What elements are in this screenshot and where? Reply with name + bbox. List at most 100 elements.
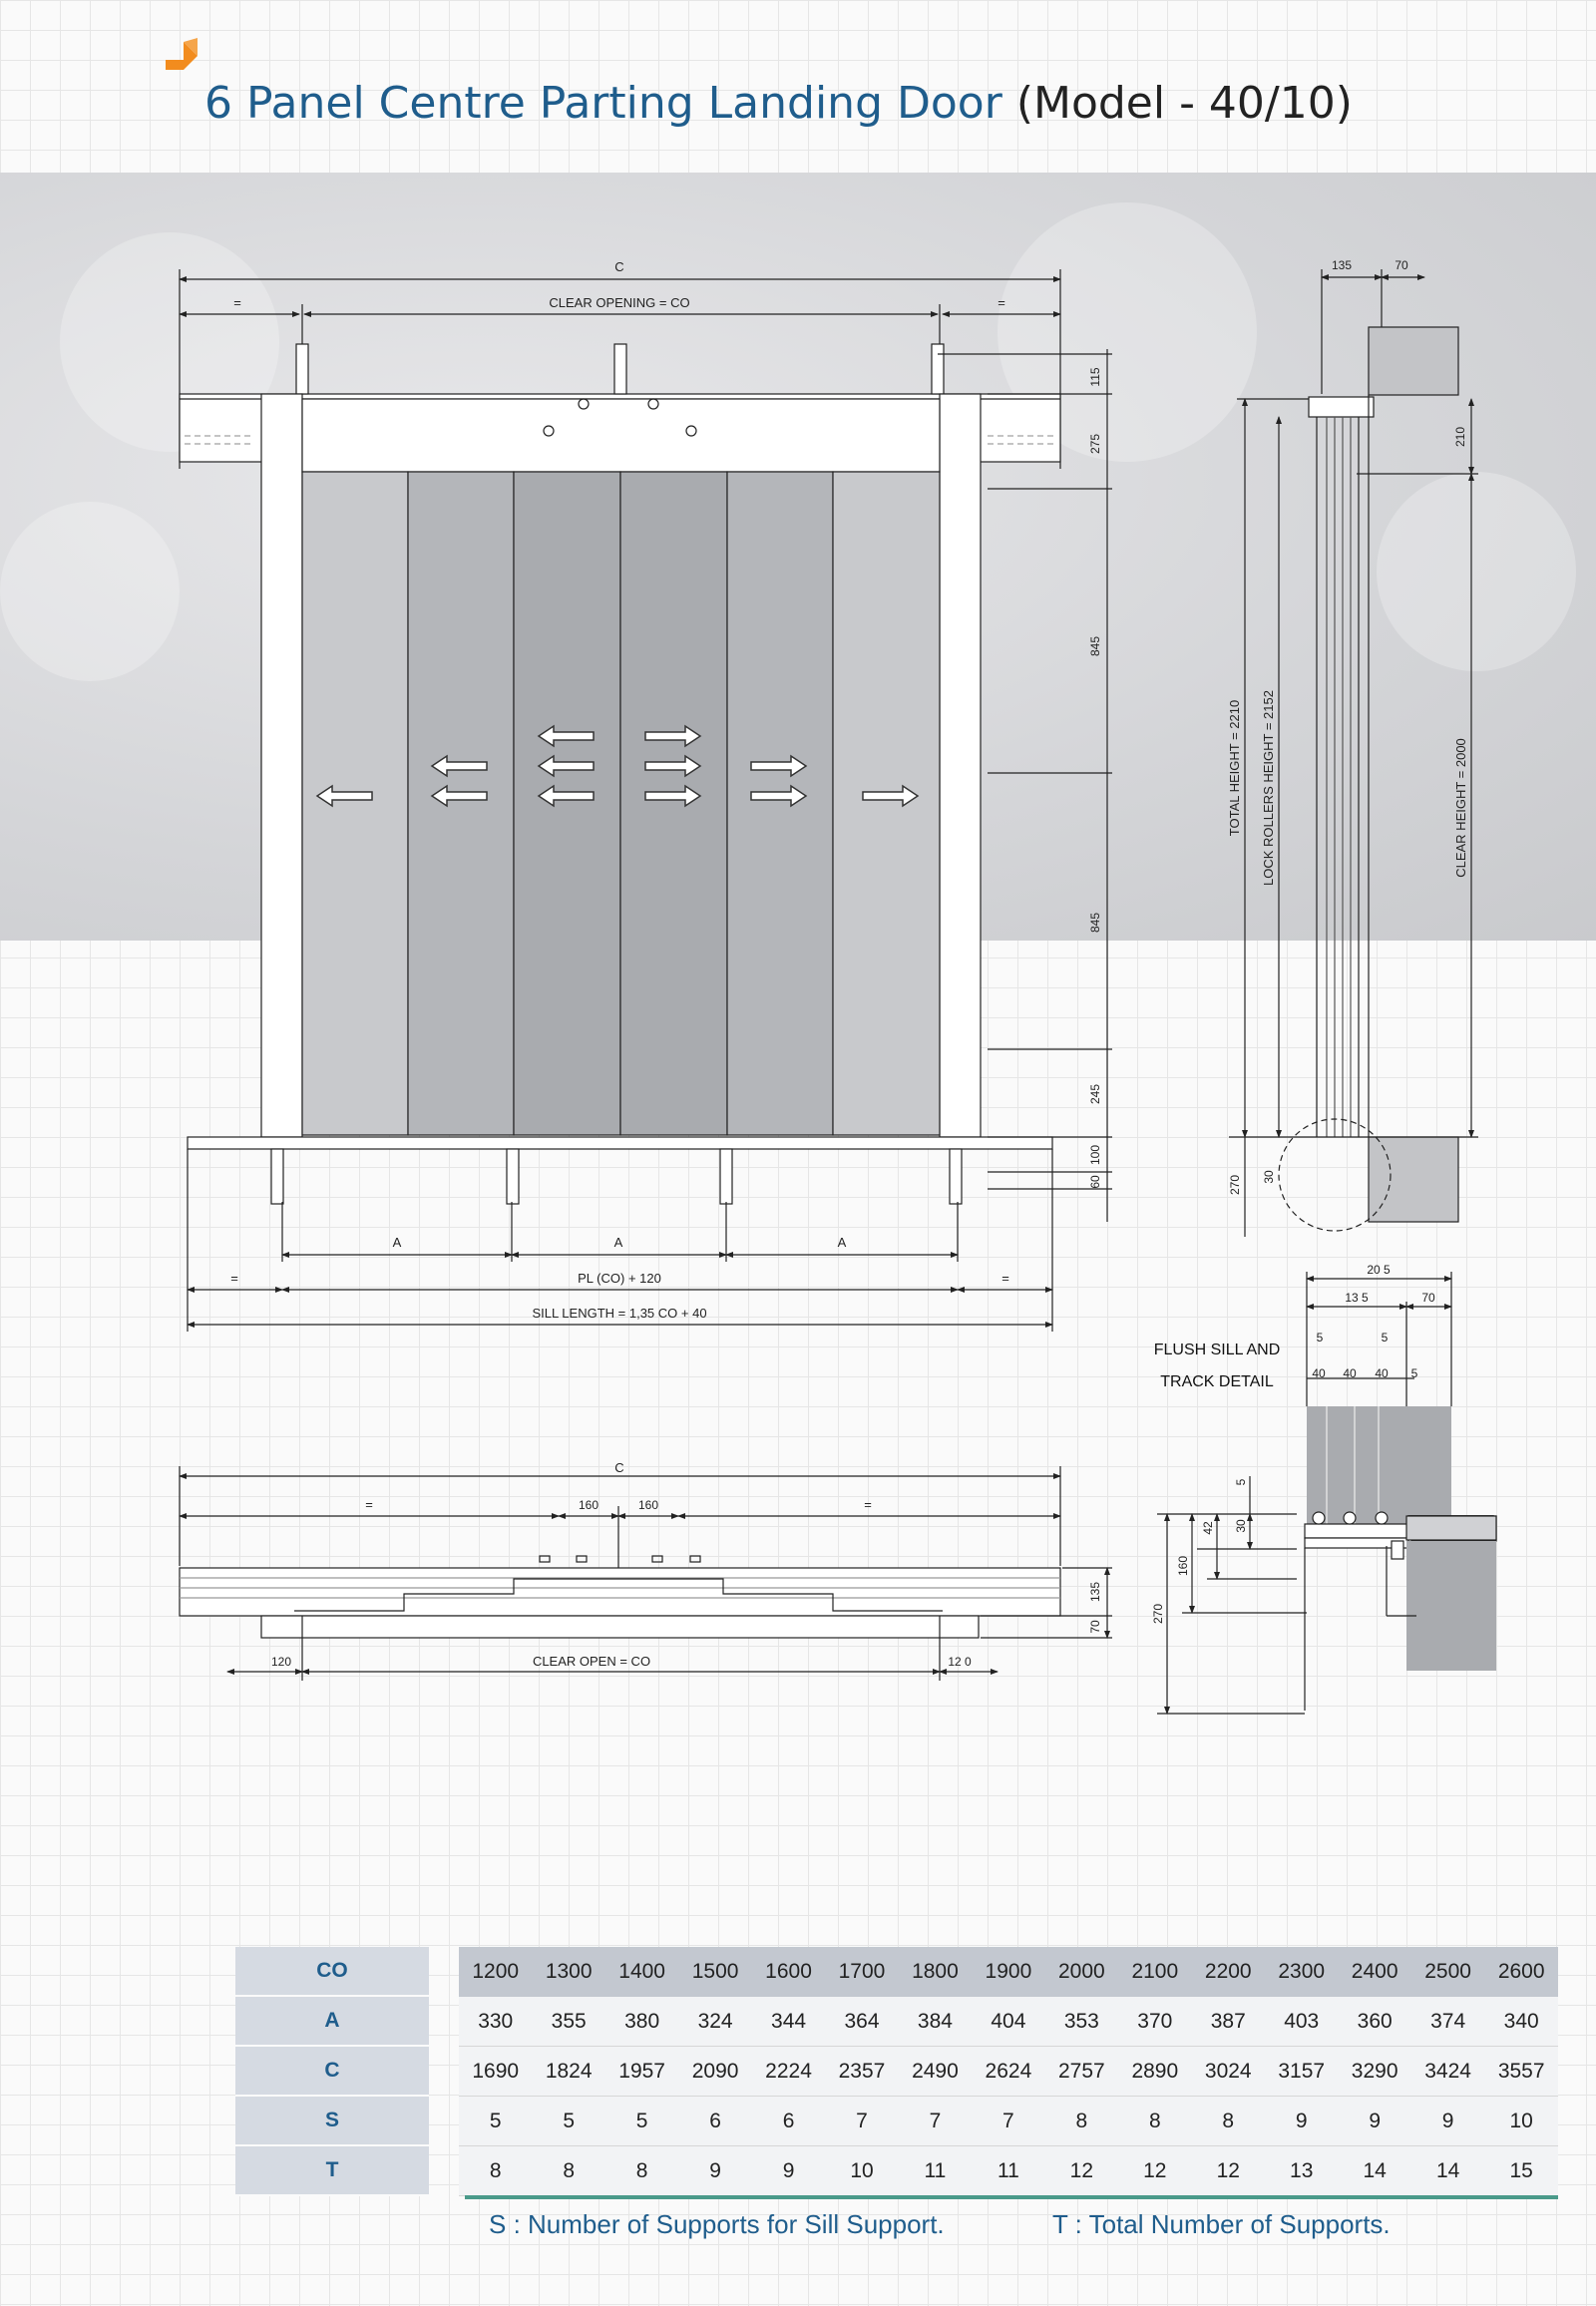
dim-eq-bottom-right: =: [1001, 1271, 1009, 1286]
side-dim-135: 135: [1332, 258, 1352, 272]
plan-view: [179, 1466, 1112, 1681]
dim-eq-left: =: [233, 295, 241, 310]
table-cell: 2200: [1191, 1947, 1265, 1997]
table-cell: 2000: [1044, 1947, 1119, 1997]
table-cell: 384: [898, 1997, 973, 2047]
plan-clear-open: CLEAR OPEN = CO: [533, 1654, 650, 1669]
table-cell: 1900: [972, 1947, 1045, 1997]
dim-845-lower: 845: [1088, 913, 1102, 933]
row-gap: [429, 2097, 459, 2146]
table-cell: 404: [972, 1997, 1045, 2047]
side-dim-270: 270: [1228, 1175, 1242, 1195]
sill-dim-30: 30: [1234, 1519, 1248, 1533]
table-cell: 1400: [604, 1947, 679, 1997]
plan-dim-120-right: 12 0: [948, 1655, 972, 1669]
table-cell: 3290: [1338, 2047, 1411, 2097]
brand-logo-icon: [166, 38, 198, 70]
title-model: (Model - 40/10): [1015, 78, 1353, 129]
row-header: C: [235, 2047, 429, 2097]
sill-dim-160: 160: [1176, 1556, 1190, 1576]
sill-dim-5-left: 5: [1317, 1331, 1324, 1345]
arrow-right-icon: [644, 754, 702, 778]
table-cell: 2100: [1118, 1947, 1192, 1997]
plan-dim-160-left: 160: [579, 1498, 598, 1512]
row-gap: [429, 2047, 459, 2097]
row-header: T: [235, 2146, 429, 2196]
sill-dim-40-a: 40: [1312, 1366, 1326, 1380]
row-header: CO: [235, 1947, 429, 1997]
table-cell: 6: [678, 2097, 752, 2146]
plan-dim-160-right: 160: [638, 1498, 658, 1512]
sill-dim-205: 20 5: [1367, 1263, 1391, 1277]
table-cell: 9: [1264, 2097, 1339, 2146]
dim-100: 100: [1088, 1145, 1102, 1165]
dim-clear-opening: CLEAR OPENING = CO: [549, 295, 689, 310]
page-title: 6 Panel Centre Parting Landing Door (Mod…: [204, 78, 1353, 129]
row-header: A: [235, 1997, 429, 2047]
sill-dim-270: 270: [1151, 1604, 1165, 1624]
table-cell: 324: [678, 1997, 752, 2047]
arrow-left-icon: [430, 754, 488, 778]
table-cell: 3157: [1264, 2047, 1339, 2097]
table-cell: 10: [1484, 2097, 1558, 2146]
table-cell: 3424: [1410, 2047, 1485, 2097]
note-s: S : Number of Supports for Sill Support.: [489, 2209, 945, 2239]
table-cell: 2224: [751, 2047, 826, 2097]
table-cell: 12: [1191, 2146, 1265, 2196]
table-cell: 374: [1410, 1997, 1485, 2047]
dim-a-1: A: [393, 1235, 402, 1250]
plan-eq-left: =: [365, 1497, 373, 1512]
row-gap: [429, 1997, 459, 2047]
dim-a-2: A: [614, 1235, 623, 1250]
table-cell: 1800: [898, 1947, 973, 1997]
table-cell: 6: [751, 2097, 826, 2146]
table-cell: 2490: [898, 2047, 973, 2097]
table-cell: 9: [751, 2146, 826, 2196]
lock-rollers-height: LOCK ROLLERS HEIGHT = 2152: [1261, 690, 1276, 886]
table-cell: 9: [1410, 2097, 1485, 2146]
table-cell: 8: [1191, 2097, 1265, 2146]
plan-dim-120-left: 120: [271, 1655, 291, 1669]
dim-sill-length: SILL LENGTH = 1,35 CO + 40: [532, 1306, 706, 1321]
table-cell: 11: [898, 2146, 973, 2196]
title-main: 6 Panel Centre Parting Landing Door: [204, 78, 1002, 129]
clear-height: CLEAR HEIGHT = 2000: [1453, 738, 1468, 878]
opening-direction-arrows: [315, 724, 920, 808]
table-underline: [465, 2195, 1558, 2199]
table-cell: 2757: [1044, 2047, 1119, 2097]
plan-dim-135: 135: [1088, 1582, 1102, 1602]
table-cell: 1500: [678, 1947, 752, 1997]
table-cell: 8: [532, 2146, 605, 2196]
row-gap: [429, 2146, 459, 2196]
dim-845-upper: 845: [1088, 636, 1102, 656]
sill-dim-40-c: 40: [1375, 1366, 1389, 1380]
table-cell: 387: [1191, 1997, 1265, 2047]
table-cell: 2600: [1484, 1947, 1558, 1997]
arrow-left-icon: [537, 754, 595, 778]
table-cell: 7: [972, 2097, 1045, 2146]
table-cell: 344: [751, 1997, 826, 2047]
front-elevation: [179, 269, 1112, 1332]
sill-dim-70: 70: [1421, 1291, 1435, 1305]
arrow-left-icon: [315, 784, 373, 808]
table-cell: 2400: [1338, 1947, 1411, 1997]
table-cell: 3557: [1484, 2047, 1558, 2097]
sill-dim-5-right: 5: [1382, 1331, 1389, 1345]
sill-dim-42: 42: [1201, 1521, 1215, 1535]
dim-60: 60: [1088, 1175, 1102, 1189]
table-cell: 5: [459, 2097, 533, 2146]
table-cell: 2090: [678, 2047, 752, 2097]
note-t: T : Total Number of Supports.: [1052, 2209, 1391, 2239]
table-cell: 10: [825, 2146, 899, 2196]
side-dim-30: 30: [1262, 1170, 1276, 1184]
sill-dim-135: 13 5: [1345, 1291, 1369, 1305]
dim-115: 115: [1088, 367, 1102, 386]
arrow-right-icon: [644, 784, 702, 808]
table-cell: 8: [1044, 2097, 1119, 2146]
table-cell: 3024: [1191, 2047, 1265, 2097]
table-cell: 364: [825, 1997, 899, 2047]
